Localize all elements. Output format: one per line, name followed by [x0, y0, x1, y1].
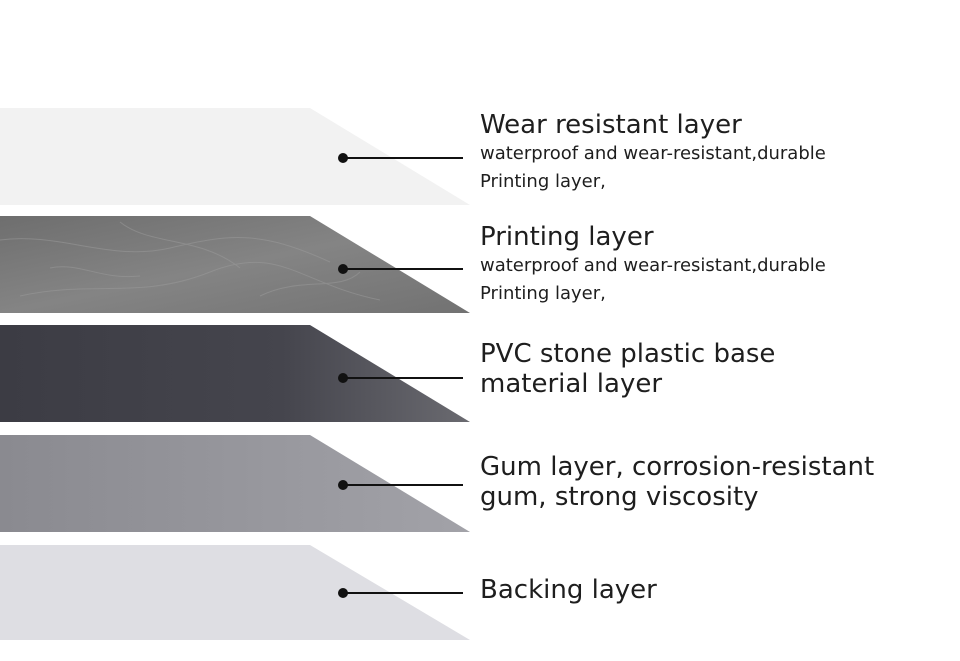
label-description: Printing layer, — [480, 171, 606, 192]
leader-dot-backing — [338, 588, 348, 598]
label-pvc-base: PVC stone plastic base material layer — [480, 339, 775, 399]
leader-dot-pvc — [338, 373, 348, 383]
label-printing: Printing layer waterproof and wear-resis… — [480, 222, 826, 308]
layer-printing-slab — [0, 216, 470, 313]
label-title: Backing layer — [480, 575, 657, 605]
label-title: Gum layer, corrosion-resistant — [480, 452, 875, 482]
label-description: waterproof and wear-resistant,durable — [480, 143, 826, 164]
label-description: Printing layer, — [480, 283, 606, 304]
label-title: gum, strong viscosity — [480, 482, 759, 512]
label-title: PVC stone plastic base — [480, 339, 776, 369]
label-backing: Backing layer — [480, 575, 657, 605]
label-title: Printing layer — [480, 222, 654, 252]
label-gum: Gum layer, corrosion-resistant gum, stro… — [480, 452, 874, 512]
leader-dot-printing — [338, 264, 348, 274]
label-title: material layer — [480, 369, 663, 399]
label-wear-resistant: Wear resistant layer waterproof and wear… — [480, 110, 826, 196]
layer-wear-resistant-slab — [0, 108, 470, 205]
layer-gum-slab — [0, 435, 470, 532]
label-description: waterproof and wear-resistant,durable — [480, 255, 826, 276]
leader-dot-gum — [338, 480, 348, 490]
layer-pvc-base-slab — [0, 325, 470, 422]
leader-dot-wear — [338, 153, 348, 163]
label-title: Wear resistant layer — [480, 110, 742, 140]
layer-backing-slab — [0, 545, 470, 640]
